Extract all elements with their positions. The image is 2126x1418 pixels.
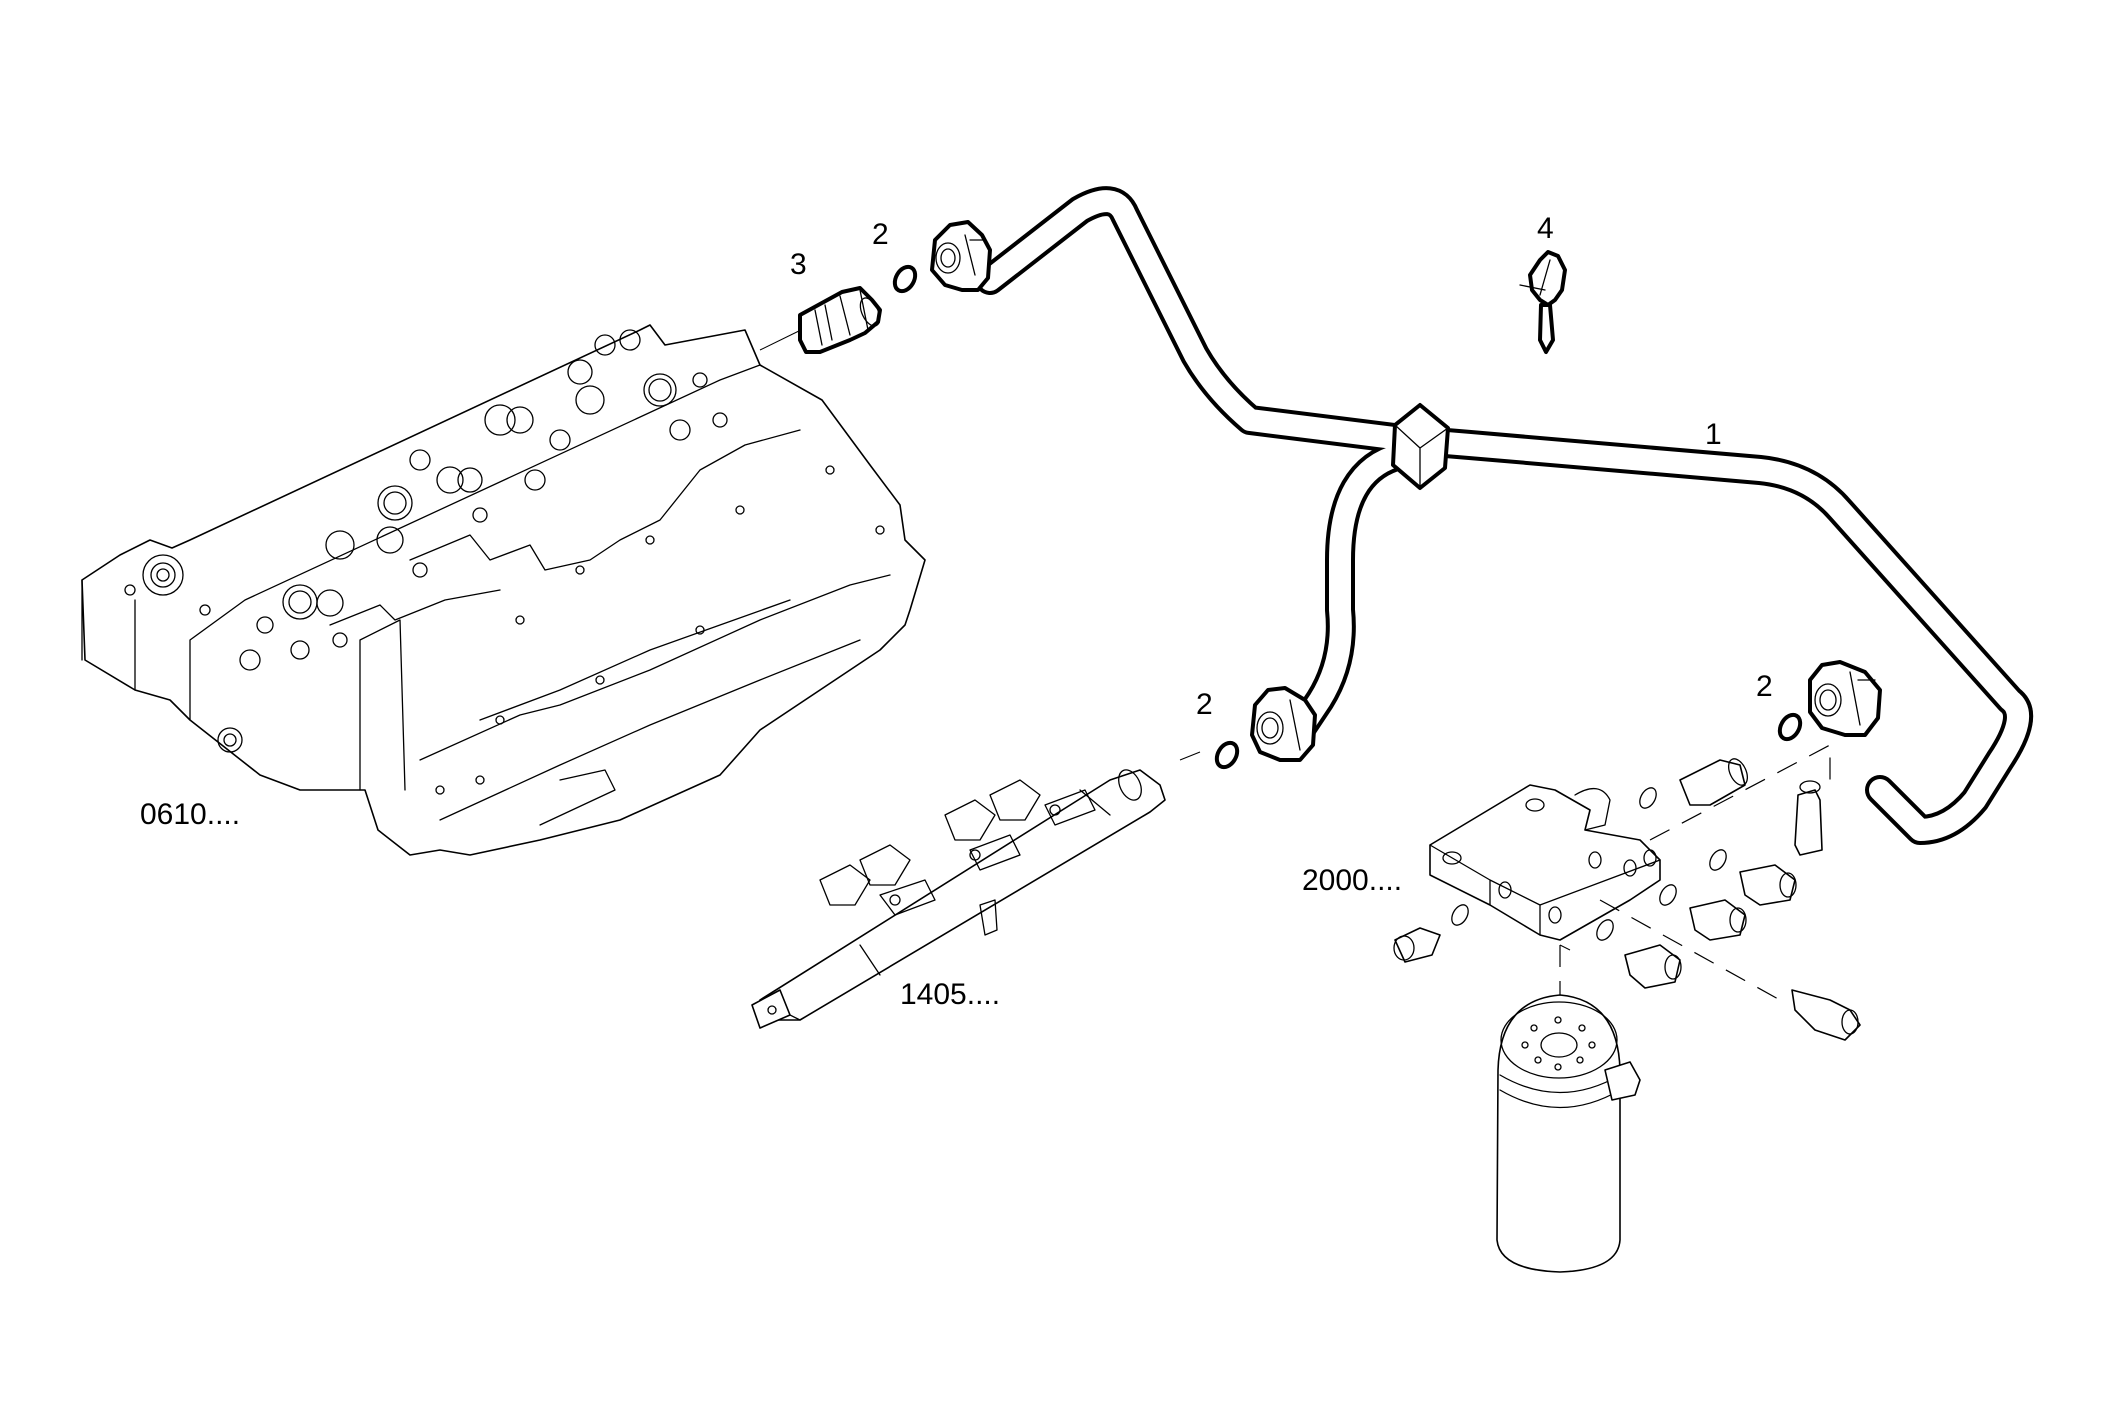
fuel-rail bbox=[751, 751, 1201, 1029]
reference-fuel-filter: 2000.... bbox=[1302, 864, 1403, 897]
callout-2-filter: 2 bbox=[1756, 670, 1773, 703]
o-ring-fuel-rail bbox=[1214, 740, 1240, 770]
reference-fuel-rail: 1405.... bbox=[900, 978, 1001, 1011]
o-ring-filter bbox=[1777, 712, 1803, 742]
filter-base bbox=[1393, 744, 1861, 1100]
adapter-fitting bbox=[759, 286, 882, 354]
pipe-connector-fuel-rail bbox=[1250, 686, 1317, 762]
fuel-pipe bbox=[960, 186, 2033, 845]
callout-2-top: 2 bbox=[872, 218, 889, 251]
callout-2-fuel-rail: 2 bbox=[1196, 688, 1213, 721]
callout-3: 3 bbox=[790, 248, 807, 281]
callout-1: 1 bbox=[1705, 418, 1722, 451]
o-ring-top-left bbox=[892, 264, 918, 294]
pipe-connector-top-left bbox=[930, 220, 992, 292]
filter-cartridge bbox=[1496, 994, 1641, 1273]
cylinder-head bbox=[81, 324, 926, 856]
pipe-connector-filter bbox=[1808, 660, 1882, 737]
pipe-retaining-clip bbox=[1519, 250, 1567, 354]
reference-cylinder-head: 0610.... bbox=[140, 798, 241, 831]
callout-4: 4 bbox=[1537, 212, 1554, 245]
t-junction bbox=[1391, 403, 1450, 490]
